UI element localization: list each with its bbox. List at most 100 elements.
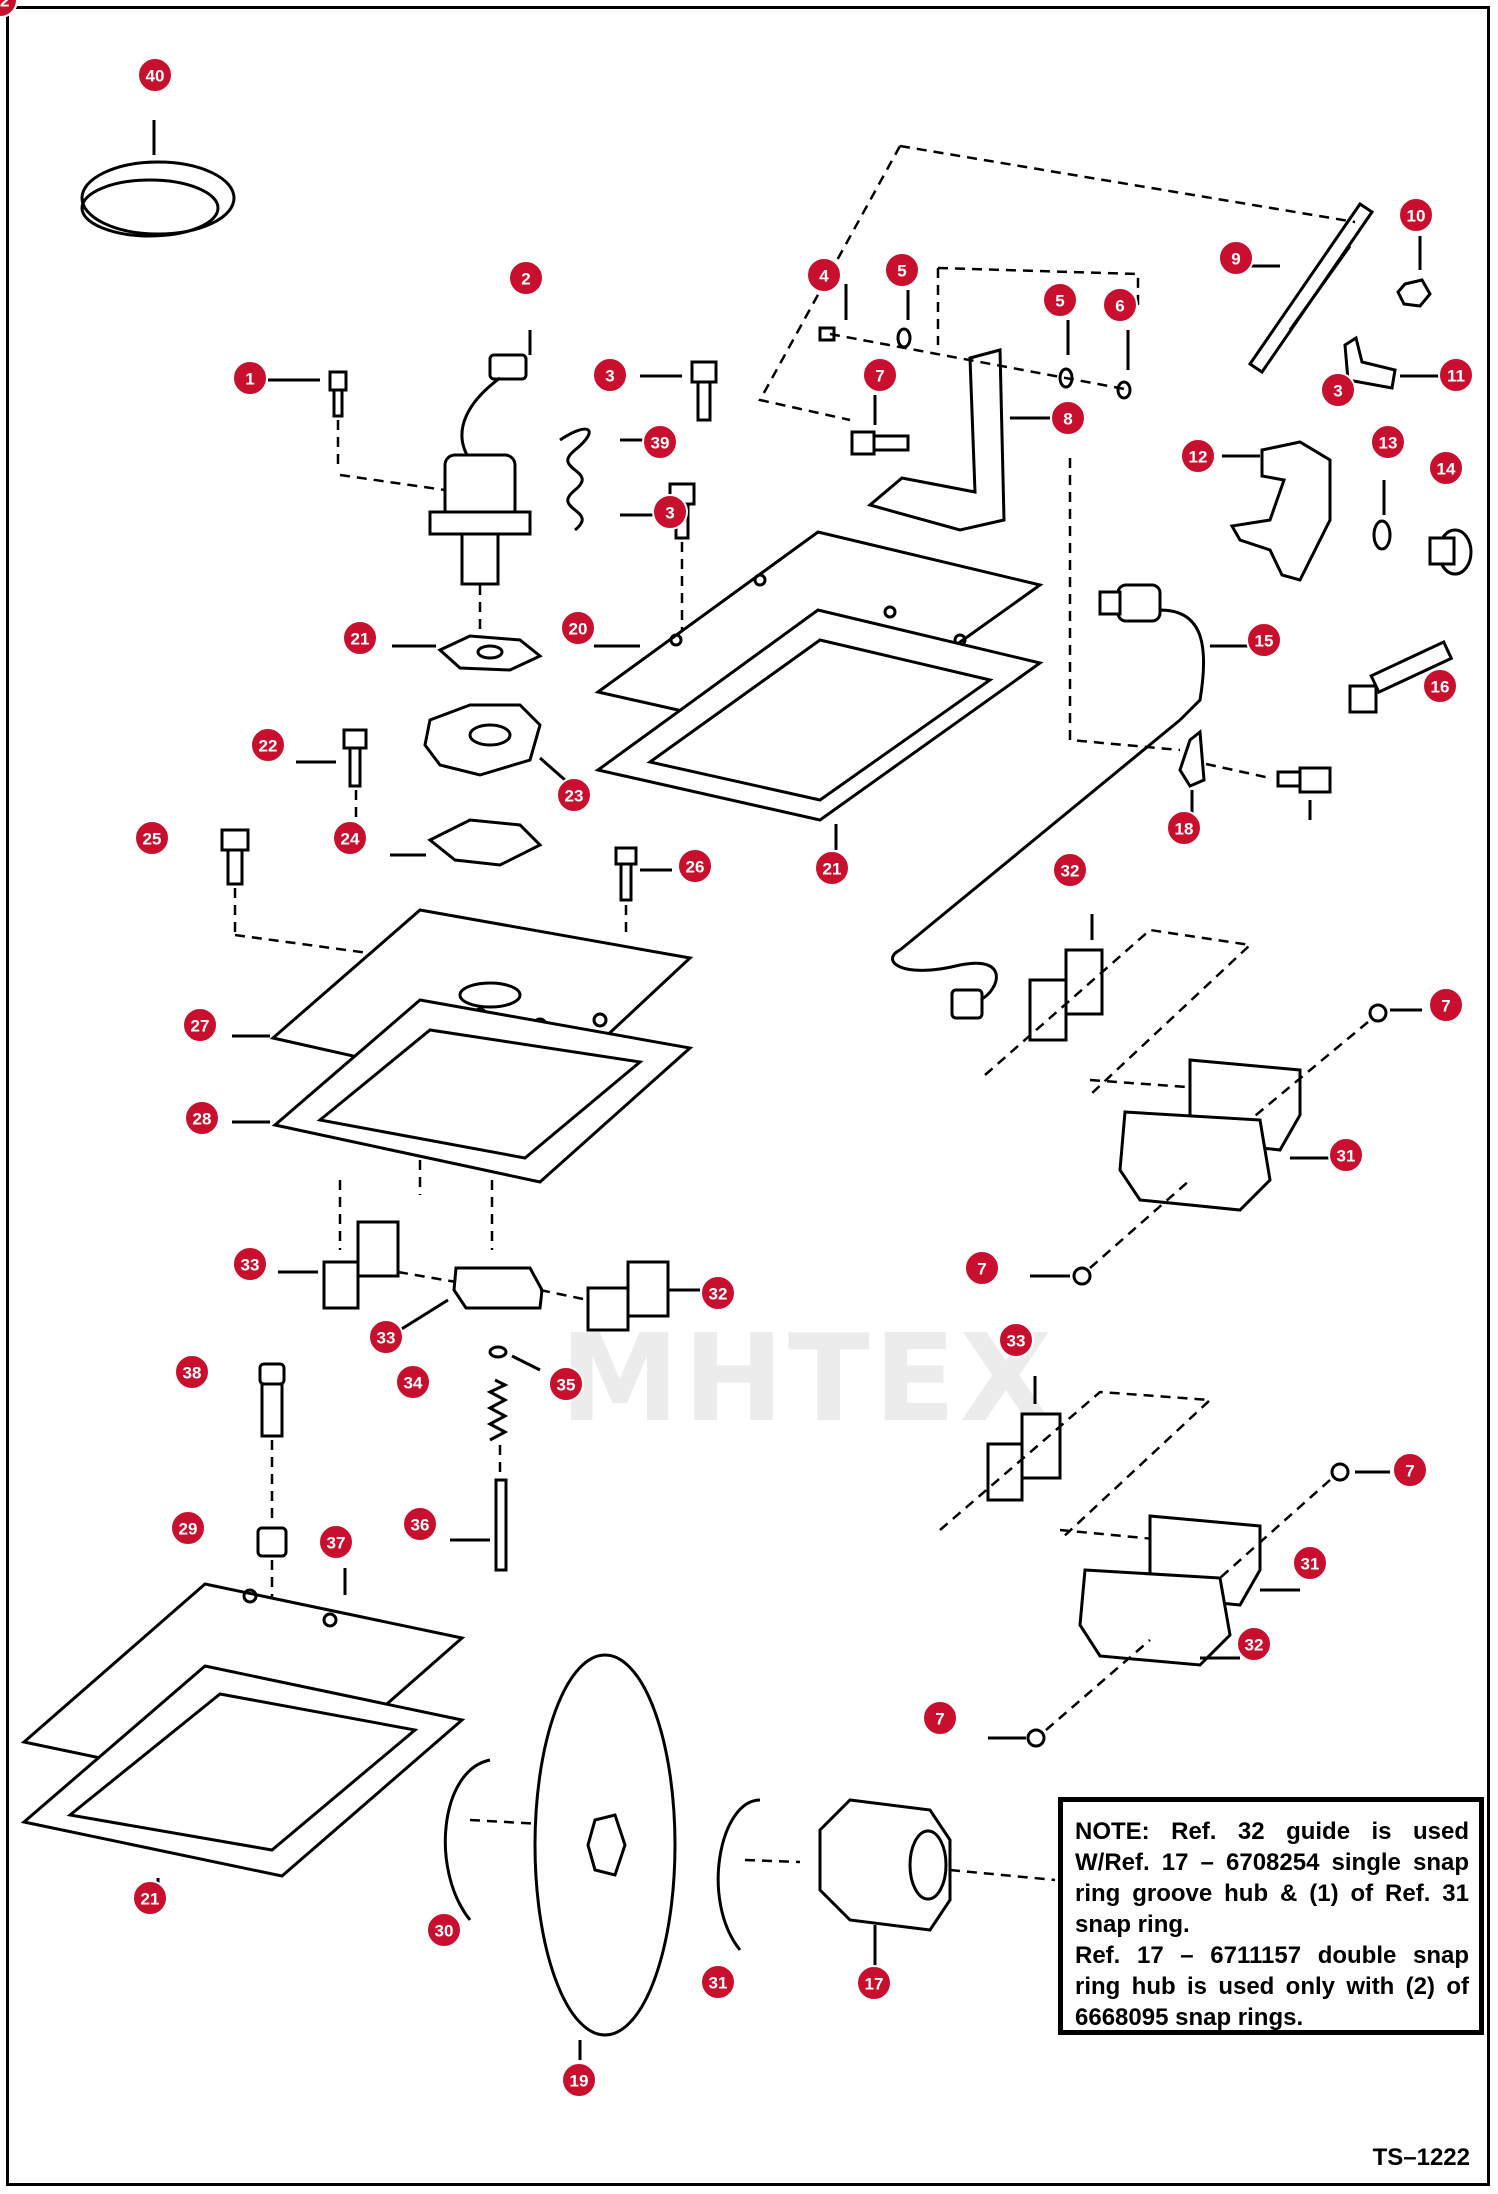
callout-13: 13: [1370, 424, 1406, 460]
callout-22: 22: [250, 727, 286, 763]
diagram-frame: [6, 6, 1490, 2186]
callout-label: 10: [1407, 207, 1426, 226]
nut-7-lower: [1219, 1462, 1390, 1579]
callout-label: 35: [557, 1376, 576, 1395]
block-34: [278, 1220, 400, 1310]
callout-11: 11: [1438, 357, 1474, 393]
callout-label: 31: [709, 1974, 728, 1993]
nut-7-upper: [1249, 1003, 1422, 1121]
callout-label: 7: [977, 1260, 986, 1279]
callout-31: 31: [700, 1964, 736, 2000]
callout-label: 32: [1245, 1636, 1264, 1655]
callout-18: 18: [1166, 810, 1202, 846]
callout-label: 1: [245, 370, 254, 389]
pin-40: [258, 1362, 286, 1520]
callout-label: 28: [193, 1110, 212, 1129]
switch-33-upper: [1028, 914, 1104, 1042]
guide-32-upper-bottom: [1118, 1110, 1330, 1212]
callout-label: 7: [1405, 1462, 1414, 1481]
threaded-rod-9: [1240, 201, 1375, 375]
callout-label: 27: [191, 1017, 210, 1036]
callout-33: 33: [368, 1319, 404, 1355]
callout-32: 32: [1236, 1626, 1272, 1662]
callout-label: 25: [143, 830, 162, 849]
callout-21: 21: [132, 1880, 168, 1916]
callout-label: 39: [651, 434, 670, 453]
callout-26: 26: [677, 848, 713, 884]
callout-label: 26: [686, 858, 705, 877]
callout-label: 38: [183, 1364, 202, 1383]
callout-8: 8: [1050, 400, 1086, 436]
callout-label: 12: [1189, 448, 1208, 467]
lever-12: [1222, 440, 1332, 582]
callout-7: 7: [964, 1250, 1000, 1286]
callout-17: 17: [856, 1965, 892, 2001]
callout-27: 27: [182, 1007, 218, 1043]
callout-label: 14: [1437, 460, 1456, 479]
block-35: [399, 1266, 544, 1332]
gasket-22: [392, 634, 543, 672]
callout-label: 37: [327, 1534, 346, 1553]
nut-6: [1116, 330, 1132, 400]
callout-16: 16: [1422, 668, 1458, 704]
callout-label: 6: [1115, 297, 1124, 316]
callout-36: 36: [402, 1506, 438, 1542]
callout-9: 9: [1218, 240, 1254, 276]
callout-32: 32: [1052, 852, 1088, 888]
callout-label: 31: [1337, 1147, 1356, 1166]
guide-32-lower-bottom: [1078, 1568, 1240, 1667]
callout-15: 15: [1246, 622, 1282, 658]
callout-31: 31: [1292, 1545, 1328, 1581]
callout-7: 7: [1392, 1452, 1428, 1488]
bolt-1: [268, 370, 348, 470]
callout-label: 16: [1431, 678, 1450, 697]
callout-3: 3: [652, 494, 688, 530]
pin-14: [1428, 528, 1473, 576]
callout-label: 33: [377, 1329, 396, 1348]
callout-29: 29: [170, 1510, 206, 1546]
bolt-23: [296, 728, 368, 820]
callout-10: 10: [1398, 197, 1434, 233]
callout-label: 11: [1447, 367, 1465, 386]
bolt-27: [614, 846, 672, 935]
bolt-3-right: [1276, 766, 1332, 820]
callout-label: 3: [665, 504, 674, 523]
callout-label: 32: [1061, 862, 1080, 881]
solenoid-2: [339, 330, 532, 640]
governor-24: [423, 703, 566, 782]
note-label: NOTE:: [1075, 1818, 1150, 1845]
callout-40: 40: [137, 57, 173, 93]
switch-33-lower: [986, 1376, 1062, 1502]
nut-7-mid: [1030, 1179, 1191, 1286]
callout-label: 8: [1063, 410, 1072, 429]
callout-label: 3: [605, 367, 614, 386]
callout-label: 7: [875, 367, 884, 386]
callout-30: 30: [426, 1912, 462, 1948]
gasket-29: [232, 998, 694, 1184]
callout-23: 23: [556, 777, 592, 813]
callout-label: 5: [897, 262, 906, 281]
watermark: MHTEX: [560, 1310, 1057, 1449]
callout-label: 42: [0, 0, 9, 11]
callout-label: 34: [404, 1374, 423, 1393]
callout-label: 30: [435, 1922, 454, 1941]
callout-25: 25: [134, 820, 170, 856]
callout-24: 24: [332, 820, 368, 856]
bracket-11: [1343, 335, 1440, 390]
block-33-lower-left: [586, 1260, 700, 1332]
drawing-number: TS–1222: [1372, 2144, 1470, 2171]
callout-label: 31: [1301, 1555, 1320, 1574]
callout-label: 33: [241, 1256, 260, 1275]
callout-20: 20: [560, 610, 596, 646]
callout-35: 35: [548, 1366, 584, 1402]
callout-4: 4: [806, 257, 842, 293]
callout-33: 33: [232, 1246, 268, 1282]
callout-label: 21: [141, 1890, 160, 1909]
spring-36: [486, 1345, 541, 1442]
bolt-3-top: [640, 360, 718, 422]
callout-label: 40: [146, 67, 165, 86]
callout-label: 21: [823, 860, 842, 879]
gasket-25: [390, 818, 543, 867]
note-line-1: Ref. 32 guide is used W/Ref. 17 – 670825…: [1075, 1818, 1469, 1938]
callout-42: 42: [0, 0, 18, 18]
